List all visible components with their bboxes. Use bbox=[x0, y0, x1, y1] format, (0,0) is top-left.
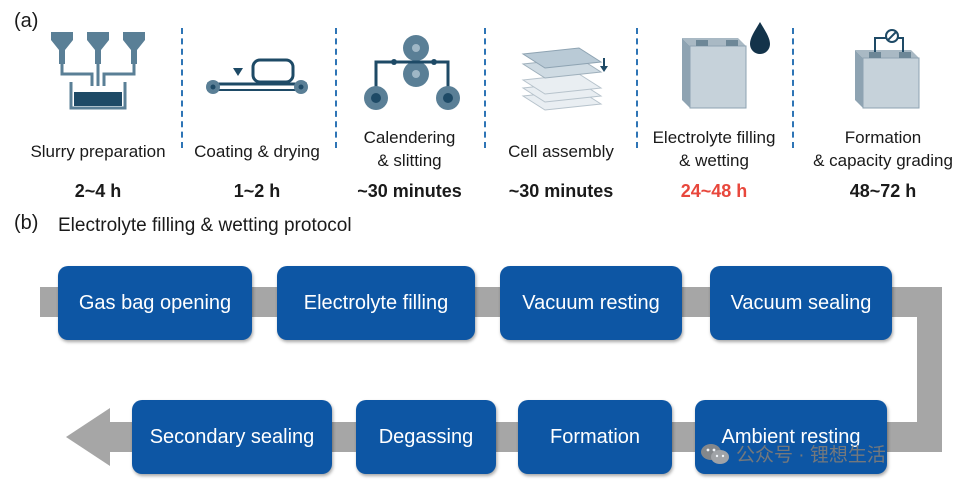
stage-name-assembly: Cell assembly bbox=[508, 142, 614, 161]
step-electrolyte-filling: Electrolyte filling bbox=[277, 266, 475, 340]
stage-slurry: Slurry preparation 2~4 h bbox=[18, 18, 178, 201]
stage-name-electrolyte-2: & wetting bbox=[679, 151, 749, 170]
stage-separator bbox=[484, 28, 486, 148]
step-formation: Formation bbox=[518, 400, 672, 474]
stage-separator bbox=[335, 28, 337, 148]
stage-duration-assembly: ~30 minutes bbox=[508, 181, 614, 201]
stage-name-slurry: Slurry preparation bbox=[30, 142, 166, 161]
stage-name-formation-1: Formation bbox=[844, 128, 922, 147]
step-degassing: Degassing bbox=[356, 400, 496, 474]
slurry-tanks-icon bbox=[51, 32, 145, 110]
stage-duration-formation: 48~72 h bbox=[849, 181, 917, 201]
panel-a-label: (a) bbox=[14, 10, 39, 32]
stage-separator bbox=[181, 28, 183, 148]
wechat-icon bbox=[701, 443, 729, 464]
step-ambient-resting: Ambient resting bbox=[695, 400, 887, 474]
step-vacuum-resting: Vacuum resting bbox=[500, 266, 682, 340]
stage-duration-calendering: ~30 minutes bbox=[357, 181, 462, 201]
stage-separator bbox=[792, 28, 794, 148]
step-secondary-sealing: Secondary sealing bbox=[132, 400, 332, 474]
protocol-title: Electrolyte filling & wetting protocol bbox=[58, 215, 352, 236]
panel-b-label: (b) bbox=[14, 212, 39, 234]
calender-rollers-icon bbox=[363, 35, 460, 110]
stage-coating: Coating & drying 1~2 h bbox=[183, 18, 331, 201]
stage-calendering: Calendering & slitting ~30 minutes bbox=[337, 18, 482, 201]
stage-duration-slurry: 2~4 h bbox=[74, 181, 122, 201]
battery-tester-icon bbox=[855, 29, 920, 109]
stage-name-formation-2: & capacity grading bbox=[813, 151, 953, 170]
step-gas-bag-opening: Gas bag opening bbox=[58, 266, 252, 340]
watermark-text: 公众号 · 锂想生活 bbox=[736, 445, 886, 466]
stage-name-calendering-1: Calendering bbox=[363, 128, 456, 147]
coating-roller-icon bbox=[206, 58, 308, 94]
stage-assembly: Cell assembly ~30 minutes bbox=[486, 18, 636, 201]
stage-duration-coating: 1~2 h bbox=[233, 181, 281, 201]
stage-name-calendering-2: & slitting bbox=[377, 151, 442, 170]
stage-electrolyte: Electrolyte filling & wetting 24~48 h bbox=[638, 18, 790, 201]
stage-separator bbox=[636, 28, 638, 148]
stacked-sheets-icon bbox=[521, 47, 608, 111]
stage-formation: Formation & capacity grading 48~72 h bbox=[794, 18, 972, 201]
stage-name-coating: Coating & drying bbox=[194, 142, 320, 161]
stage-duration-electrolyte: 24~48 h bbox=[680, 181, 748, 201]
watermark: 公众号 · 锂想生活 bbox=[700, 440, 886, 467]
step-vacuum-sealing: Vacuum sealing bbox=[710, 266, 892, 340]
stage-name-electrolyte-1: Electrolyte filling bbox=[652, 128, 776, 147]
battery-droplet-icon bbox=[682, 22, 770, 109]
